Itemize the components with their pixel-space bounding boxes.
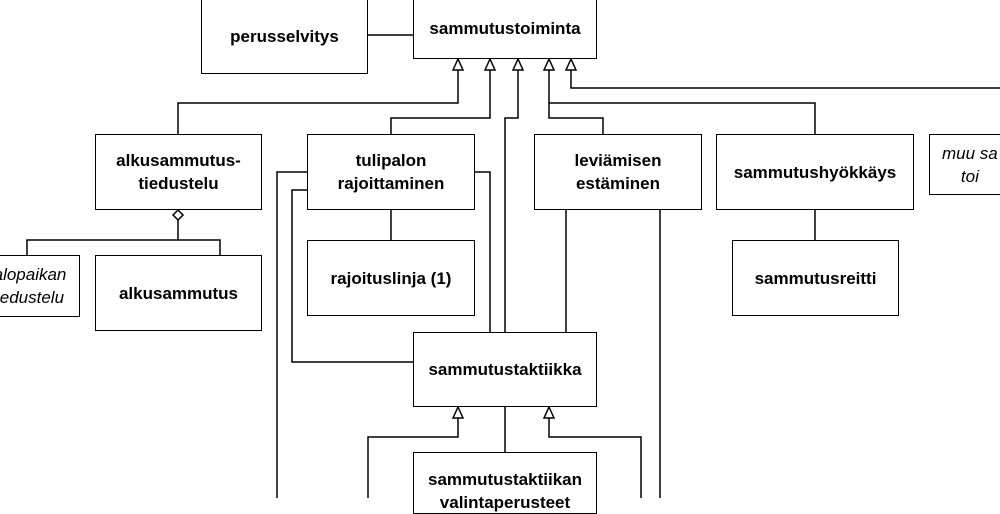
generalization-line [390, 70, 491, 134]
node-label: sammutushyökkäys [733, 162, 897, 182]
generalization-line [177, 70, 459, 134]
node-sammutustoiminta[interactable]: sammutustoiminta [413, 0, 597, 59]
generalization-arrowhead [451, 405, 465, 419]
generalization-line [504, 70, 519, 332]
node-label: perusselvitys [230, 26, 339, 46]
generalization-arrowhead [451, 57, 465, 71]
generalization-line [548, 70, 604, 134]
node-leviamisen-estaminen[interactable]: leviämisen estäminen [534, 134, 702, 210]
node-label: alkusammutus [118, 283, 239, 303]
node-sammutustaktiikka[interactable]: sammutustaktiikka [413, 332, 597, 407]
association-line [475, 171, 491, 332]
node-label: sammutusreitti [754, 268, 877, 288]
node-perusselvitys[interactable]: perusselvitys [201, 0, 368, 74]
association-line [291, 189, 413, 363]
generalization-line [367, 418, 459, 498]
node-label: alopaikan iedustelu [0, 265, 67, 307]
node-label: sammutustaktiikka [428, 360, 582, 379]
generalization-arrowhead [483, 57, 497, 71]
node-label: leviämisen estäminen [574, 151, 662, 193]
node-sammutustaktiikan-valintaperusteet[interactable]: sammutustaktiikan valintaperusteet [413, 452, 597, 514]
generalization-line [570, 70, 1000, 89]
node-rajoituslinja[interactable]: rajoituslinja (1) [307, 240, 475, 316]
node-alkusammutus[interactable]: alkusammutus [95, 255, 262, 331]
node-label: rajoituslinja (1) [330, 268, 452, 288]
generalization-arrowhead [511, 57, 525, 71]
generalization-arrowhead [542, 405, 556, 419]
node-label: sammutustoiminta [429, 19, 581, 38]
generalization-arrowhead [542, 57, 556, 71]
node-label: muu sa toi [942, 143, 998, 186]
node-muu-sammutustoiminta[interactable]: muu sa toi [929, 134, 1000, 195]
connector-layer [26, 34, 1000, 498]
aggregation-diamond [171, 208, 185, 222]
generalization-line [549, 102, 816, 134]
node-sammutusreitti[interactable]: sammutusreitti [732, 240, 899, 316]
node-alkusammutustiedustelu[interactable]: alkusammutus- tiedustelu [95, 134, 262, 210]
aggregation-line [26, 239, 221, 255]
generalization-arrowhead [564, 57, 578, 71]
generalization-line [548, 418, 642, 498]
node-tulipalon-rajoittaminen[interactable]: tulipalon rajoittaminen [307, 134, 475, 210]
association-line [276, 171, 307, 498]
node-label: tulipalon rajoittaminen [337, 151, 445, 193]
node-label: sammutustaktiikan valintaperusteet [428, 470, 582, 512]
node-palopaikan-tiedustelu[interactable]: alopaikan iedustelu [0, 255, 80, 317]
node-sammutushyokkays[interactable]: sammutushyökkäys [716, 134, 914, 210]
node-label: alkusammutus- tiedustelu [116, 151, 241, 193]
